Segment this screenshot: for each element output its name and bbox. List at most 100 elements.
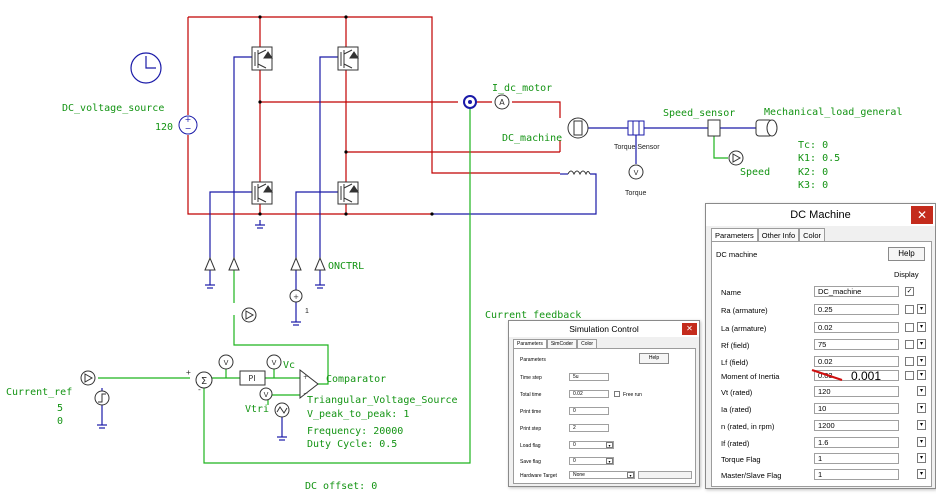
dcm-tab-color[interactable]: Color (799, 228, 826, 241)
speed-label: Speed (740, 167, 771, 178)
sim-dialog-title: Simulation Control (509, 321, 699, 337)
dcm-display-lf-checkbox[interactable] (905, 357, 914, 366)
gating-block-2[interactable] (228, 256, 240, 271)
dcm-vt-chevron-down-icon[interactable]: ▾ (917, 386, 926, 396)
dcm-ia-chevron-down-icon[interactable]: ▾ (917, 403, 926, 413)
dcm-if-chevron-down-icon[interactable]: ▾ (917, 437, 926, 447)
sim-select-hardware-target[interactable]: None (569, 471, 635, 479)
dcm-input-if[interactable]: 1.6 (814, 437, 899, 448)
dcm-display-ra-checkbox[interactable] (905, 305, 914, 314)
current-ref-step-source-symbol[interactable] (94, 390, 110, 406)
dcm-input-vt[interactable]: 120 (814, 386, 899, 397)
sim-input-print-step[interactable]: 2 (569, 424, 609, 432)
current-ref-value-1: 5 (57, 403, 64, 414)
dc-voltage-source-label: DC_voltage_source (62, 103, 165, 114)
sim-select-hardware-sub (638, 471, 692, 479)
gating-block-3[interactable] (290, 256, 302, 271)
feedback-probe-symbol[interactable] (241, 307, 257, 323)
comparator-symbol[interactable]: + − (299, 368, 319, 400)
dcm-input-ra[interactable]: 0.25 (814, 304, 899, 315)
dcm-torque-flag-chevron-down-icon[interactable]: ▾ (917, 453, 926, 463)
speed-sensor-symbol[interactable] (707, 119, 721, 137)
current-sensor-symbol[interactable] (463, 95, 477, 109)
dcm-rf-chevron-down-icon[interactable]: ▾ (917, 339, 926, 349)
dcm-display-name-checkbox[interactable]: ✓ (905, 287, 914, 296)
simulation-control-dialog[interactable]: Simulation Control ✕ Parameters SimCoder… (508, 320, 700, 487)
sim-tab-parameters[interactable]: Parameters (513, 339, 547, 348)
sim-free-run-checkbox[interactable] (614, 391, 620, 397)
clock-icon[interactable] (130, 52, 162, 84)
dcm-help-button[interactable]: Help (888, 247, 925, 261)
sim-input-print-time[interactable]: 0 (569, 407, 609, 415)
dcm-display-rf-checkbox[interactable] (905, 340, 914, 349)
inertia-annotation-stroke (811, 369, 843, 381)
dcm-label-master-slave: Master/Slave Flag (721, 471, 782, 480)
svg-text:V: V (264, 391, 269, 399)
dcm-input-name[interactable]: DC_machine (814, 286, 899, 297)
pi-controller-block[interactable]: PI (239, 370, 266, 386)
speed-probe-symbol[interactable] (728, 150, 744, 166)
dcm-inertia-chevron-down-icon[interactable]: ▾ (917, 370, 926, 380)
sim-tab-color[interactable]: Color (577, 339, 598, 348)
dcm-input-ia[interactable]: 10 (814, 403, 899, 414)
current-ref-probe-symbol[interactable] (80, 370, 96, 386)
sim-hardware-chevron-down-icon[interactable]: ▾ (627, 472, 634, 478)
mechanical-load-symbol[interactable] (755, 119, 778, 137)
dc-machine-dialog[interactable]: DC Machine ✕ Parameters Other Info Color… (705, 203, 936, 489)
dc-machine-symbol[interactable] (567, 117, 589, 139)
torque-label: Torque (625, 190, 647, 197)
dc-voltage-source-symbol[interactable]: + − (178, 115, 198, 135)
gating-block-1[interactable] (204, 256, 216, 271)
dcm-input-lf[interactable]: 0.02 (814, 356, 899, 367)
dcm-input-torque-flag[interactable]: 1 (814, 453, 899, 464)
sim-tab-simcoder[interactable]: SimCoder (546, 339, 578, 348)
gating-block-4[interactable] (314, 256, 326, 271)
torque-voltmeter-symbol[interactable]: V (628, 164, 644, 180)
ammeter-symbol[interactable]: A (494, 94, 510, 110)
igbt-switch-4[interactable] (337, 181, 359, 205)
igbt-switches[interactable] (251, 46, 359, 205)
dcm-lf-chevron-down-icon[interactable]: ▾ (917, 356, 926, 366)
sim-input-total-time[interactable]: 0.02 (569, 390, 609, 398)
summer-plus-sign: + (186, 368, 191, 377)
dcm-input-n[interactable]: 1200 (814, 420, 899, 431)
voltmeter-vc-symbol[interactable]: V (218, 354, 234, 370)
dcm-input-inertia[interactable]: 0.03 (814, 370, 899, 381)
sim-label-time-step: Time step (520, 375, 542, 381)
dcm-input-master-slave[interactable]: 1 (814, 469, 899, 480)
i-dc-motor-label: I_dc_motor (492, 83, 553, 94)
torque-sensor-symbol[interactable] (627, 120, 645, 136)
field-winding-symbol[interactable] (567, 170, 591, 176)
gating-blocks[interactable] (204, 256, 326, 271)
igbt-switch-2[interactable] (337, 46, 359, 71)
dcm-close-icon[interactable]: ✕ (911, 206, 933, 224)
dcm-input-rf[interactable]: 75 (814, 339, 899, 350)
summing-junction-symbol[interactable]: Σ (195, 371, 213, 389)
dcm-display-inertia-checkbox[interactable] (905, 371, 914, 380)
mechanical-load-label: Mechanical_load_general (764, 107, 903, 118)
svg-text:V: V (224, 359, 229, 367)
igbt-switch-3[interactable] (251, 181, 273, 205)
dcm-tabs: Parameters Other Info Color (711, 228, 826, 241)
dcm-la-chevron-down-icon[interactable]: ▾ (917, 322, 926, 332)
dcm-input-la[interactable]: 0.02 (814, 322, 899, 333)
sim-input-time-step[interactable]: 5u (569, 373, 609, 381)
sim-select-save-flag[interactable]: 0 (569, 457, 614, 465)
dcm-ra-chevron-down-icon[interactable]: ▾ (917, 304, 926, 314)
triangular-source-symbol[interactable] (274, 402, 290, 418)
voltmeter-vc2-symbol[interactable]: V (266, 354, 282, 370)
dcm-n-chevron-down-icon[interactable]: ▾ (917, 420, 926, 430)
igbt-switch-1[interactable] (251, 46, 273, 71)
voltmeter-vtri-symbol[interactable]: V (259, 387, 273, 401)
dcm-display-la-checkbox[interactable] (905, 323, 914, 332)
sim-load-flag-chevron-down-icon[interactable]: ▾ (606, 442, 613, 448)
sim-close-icon[interactable]: ✕ (682, 323, 697, 335)
dcm-tab-other-info[interactable]: Other Info (757, 228, 800, 241)
dcm-master-slave-chevron-down-icon[interactable]: ▾ (917, 469, 926, 479)
onctrl-dc-source-symbol[interactable]: + (289, 289, 303, 303)
sim-help-button[interactable]: Help (639, 353, 669, 364)
dcm-tab-parameters[interactable]: Parameters (711, 228, 758, 241)
sim-save-flag-chevron-down-icon[interactable]: ▾ (606, 458, 613, 464)
sim-select-load-flag[interactable]: 0 (569, 441, 614, 449)
